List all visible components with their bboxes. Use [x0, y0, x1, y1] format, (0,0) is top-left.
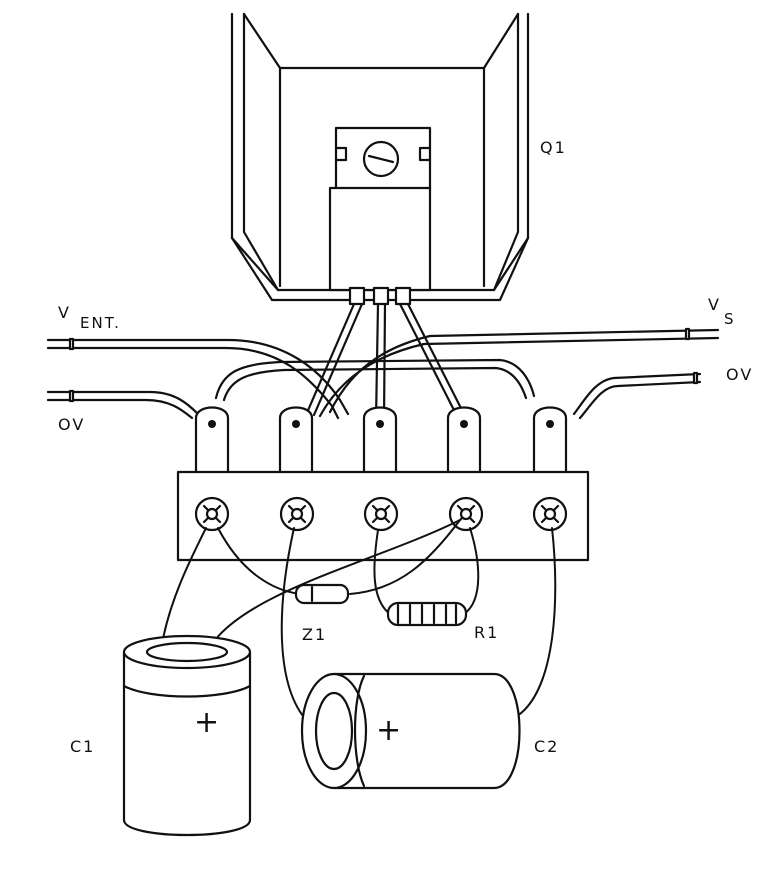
vs-wire [318, 327, 720, 418]
vs-label: V [708, 295, 721, 314]
r1-label: R1 [474, 623, 499, 642]
ground-wire-right [572, 371, 702, 420]
ov-right-label: OV [726, 365, 753, 384]
terminal-strip [176, 470, 590, 562]
q1-label: Q1 [540, 138, 567, 157]
c1-label: C1 [70, 737, 95, 756]
c1-plus-sign: + [194, 705, 219, 740]
vent-label: V [58, 303, 71, 322]
resistor-r1 [386, 601, 468, 627]
component-wires [161, 519, 557, 727]
zener-z1 [294, 583, 350, 605]
vent-wire [46, 337, 350, 420]
vent-sub-label: ENT. [80, 314, 121, 332]
c2-plus-sign: + [376, 713, 401, 748]
ov-left-label: OV [58, 415, 85, 434]
z1-label: Z1 [302, 625, 327, 644]
q1-transistor [328, 126, 432, 306]
terminal-lugs [194, 406, 568, 477]
capacitor-c1 [122, 634, 252, 837]
c2-label: C2 [534, 737, 559, 756]
terminal-screws [194, 496, 568, 532]
vs-sub-label: S [724, 310, 736, 328]
ground-wire-left [46, 358, 536, 420]
capacitor-c2 [300, 672, 521, 790]
